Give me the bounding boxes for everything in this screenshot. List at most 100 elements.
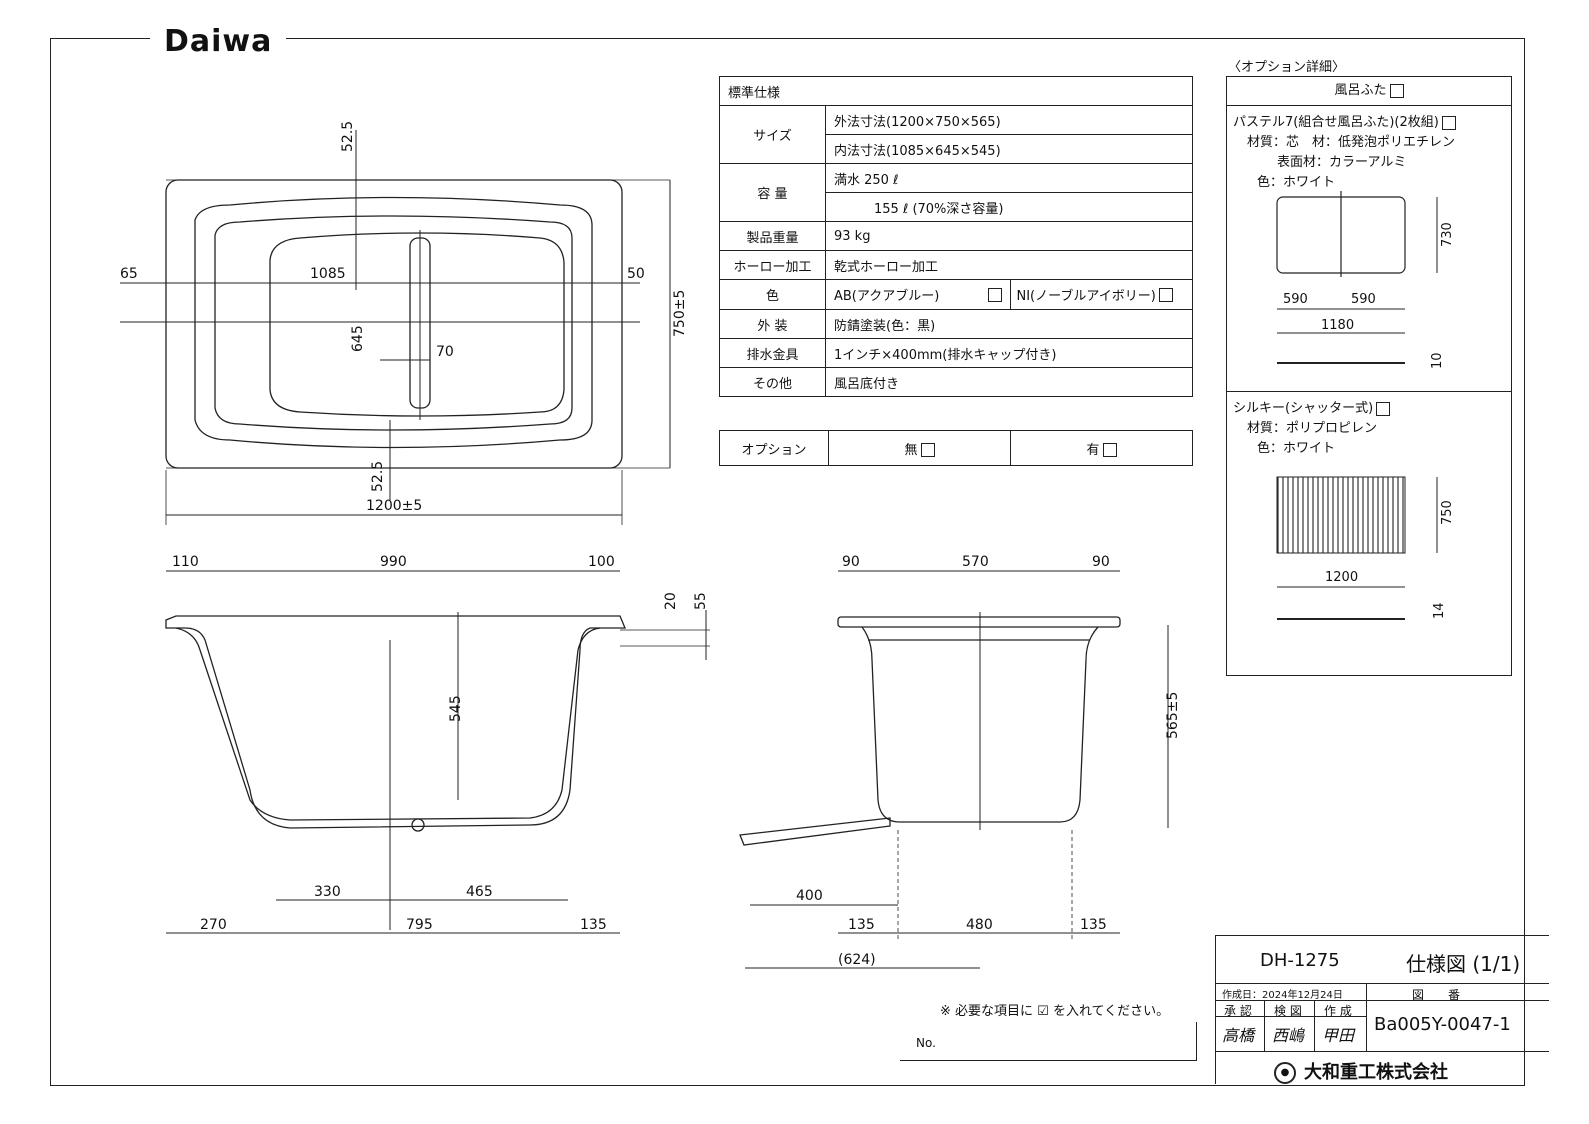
dim-front-rim2: 55 [693,592,709,610]
spec-inner-size: 内法寸法(1085×645×545) [825,134,1193,164]
pastel-name: パステル7(組合せ風呂ふた)(2枚組) [1233,115,1439,130]
spec-other: 風呂底付き [825,367,1193,397]
checkbox-pastel[interactable] [1441,115,1456,130]
plan-inner-outline [269,232,565,417]
pastel-material-surface: 表面材：カラーアルミ [1277,155,1407,170]
company-logo-icon: ● [1274,1062,1296,1084]
dim-front-c1: 270 [200,917,227,933]
dim-side-b3: 135 [1080,917,1107,933]
document-type: 仕様図 (1/1) [1406,952,1521,976]
spec-label-capacity: 容 量 [719,163,826,222]
pastel-color: 色：ホワイト [1257,175,1336,190]
drawing-frame [50,38,1525,1086]
spec-weight: 93 kg [825,221,1193,251]
option-yes-label: 有 [1086,442,1100,458]
pastel-dim-h: 730 [1440,222,1455,247]
dim-side-height: 565±5 [1165,692,1181,739]
option-none-label: 無 [904,442,918,458]
dim-front-a: 330 [314,884,341,900]
dim-side-b2: 480 [966,917,993,933]
spec-outer-size: 外法寸法(1200×750×565) [825,105,1193,135]
silky-name: シルキー(シャッター式) [1233,401,1374,416]
checkbox-ni[interactable] [1158,287,1173,302]
make-label: 作 成 [1324,1004,1352,1018]
spec-capacity-70: 155 ℓ (70%深さ容量) [825,192,1193,222]
number-label: No. [916,1036,936,1050]
drain-outlet [411,818,425,832]
silky-dim-w: 1200 [1325,570,1358,585]
spec-capacity-full: 満水 250 ℓ [825,163,1193,193]
brand-logo: Daiwa [150,24,287,59]
dim-front-depth: 545 [448,695,464,722]
checkbox-lid[interactable] [1389,83,1404,98]
company-name: ●大和重工株式会社 [1274,1058,1448,1084]
check-label: 検 図 [1274,1004,1302,1018]
color-option-ni: NI(ノーブルアイボリー) [1016,289,1156,304]
option-detail-title: 〈オプション詳細〉 [1228,60,1346,75]
color-option-ab: AB(アクアブルー) [834,289,940,304]
silky-dim-h: 750 [1440,500,1455,525]
option-table: オプション 無 有 [719,430,1193,466]
spec-label-color: 色 [719,279,826,310]
title-block: DH-1275 仕様図 (1/1) 作成日：2024年12月24日 図 番 承 … [1215,935,1549,1084]
lid-label: 風呂ふた [1334,83,1387,98]
dim-front-c2: 795 [406,917,433,933]
dim-plan-drain: 70 [436,344,454,360]
number-field[interactable]: No. [900,1022,1197,1061]
spec-label-weight: 製品重量 [719,221,826,251]
dim-side-c: 570 [962,554,989,570]
plan-rim-outline [194,196,593,449]
spec-header: 標準仕様 [719,76,1193,106]
pastel-lid-drawing: 730 590 590 1180 10 [1276,191,1455,369]
drawing-number-label: 図 番 [1412,988,1461,1002]
silky-lid-drawing: 750 1200 14 [1276,476,1455,620]
created-date: 作成日：2024年12月24日 [1222,990,1343,1001]
dim-plan-outer-h: 750±5 [672,290,688,337]
pastel-material-core: 材質：芯 材：低発泡ポリエチレン [1247,135,1456,150]
silky-dim-t: 14 [1432,602,1447,619]
dim-side-pipe: 400 [796,888,823,904]
dim-side-total: (624) [838,952,876,968]
dim-plan-inner-h: 645 [350,325,366,352]
spec-label-drain: 排水金具 [719,338,826,368]
dim-front-l: 110 [172,554,199,570]
spec-label-enamel: ホーロー加工 [719,250,826,280]
dim-plan-inner-w: 1085 [310,266,346,282]
spec-table: 標準仕様 サイズ 外法寸法(1200×750×565) 内法寸法(1085×64… [719,76,1193,397]
side-rim [837,616,1121,628]
spec-drain: 1インチ×400mm(排水キャップ付き) [825,338,1193,368]
pastel-dim-w-left: 590 [1283,292,1308,307]
spec-label-exterior: 外 装 [719,309,826,339]
dim-side-b1: 135 [848,917,875,933]
drain-pipe [739,817,891,846]
silky-color: 色：ホワイト [1257,441,1336,456]
checkbox-silky[interactable] [1376,401,1391,416]
model-number: DH-1275 [1260,950,1340,971]
check-stamp: 西嶋 [1272,1026,1305,1045]
make-stamp: 甲田 [1322,1026,1355,1045]
dim-side-l: 90 [842,554,860,570]
dim-front-c3: 135 [580,917,607,933]
dim-plan-bottom: 52.5 [370,461,386,492]
pastel-dim-t: 10 [1430,352,1445,369]
spec-enamel: 乾式ホーロー加工 [825,250,1193,280]
checkbox-ab[interactable] [987,287,1002,302]
spec-exterior: 防錆塗装(色：黒) [825,309,1193,339]
drawing-number: Ba005Y-0047-1 [1374,1014,1511,1035]
dim-front-r: 100 [588,554,615,570]
checkbox-option-none[interactable] [920,443,935,457]
front-view-outline [165,615,626,829]
dim-front-c: 990 [380,554,407,570]
silky-material: 材質：ポリプロピレン [1247,421,1378,436]
checkbox-option-yes[interactable] [1102,443,1117,457]
option-label: オプション [719,430,829,466]
plan-outer-outline [165,179,623,469]
dim-plan-outer-w: 1200±5 [366,498,422,514]
dim-side-r: 90 [1092,554,1110,570]
dim-front-rim1: 20 [663,592,679,610]
spec-label-size: サイズ [719,105,826,164]
pastel-dim-w-right: 590 [1351,292,1376,307]
option-detail-panel: 風呂ふた パステル7(組合せ風呂ふた)(2枚組) 材質：芯 材：低発泡ポリエチレ… [1226,76,1512,676]
dim-front-b: 465 [466,884,493,900]
